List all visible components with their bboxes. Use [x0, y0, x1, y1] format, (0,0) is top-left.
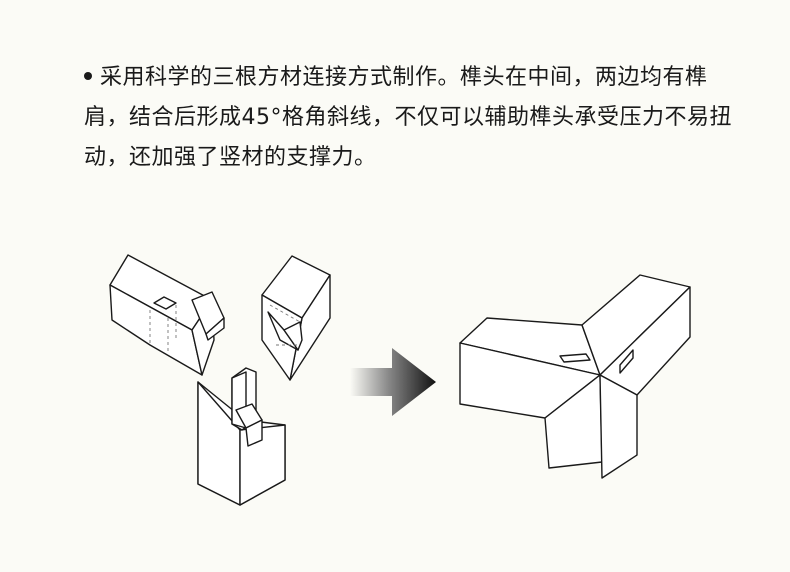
bullet-icon [84, 72, 92, 80]
exploded-piece-left-rail [109, 254, 225, 376]
exploded-piece-right-rail [261, 255, 331, 381]
assembly-arrow-icon [350, 348, 436, 416]
description-text: 采用科学的三根方材连接方式制作。榫头在中间，两边均有榫肩，结合后形成45°格角斜… [84, 65, 732, 170]
assembled-joint [459, 274, 691, 479]
exploded-piece-vertical-post [197, 367, 286, 506]
description-paragraph: 采用科学的三根方材连接方式制作。榫头在中间，两边均有榫肩，结合后形成45°格角斜… [84, 58, 744, 178]
